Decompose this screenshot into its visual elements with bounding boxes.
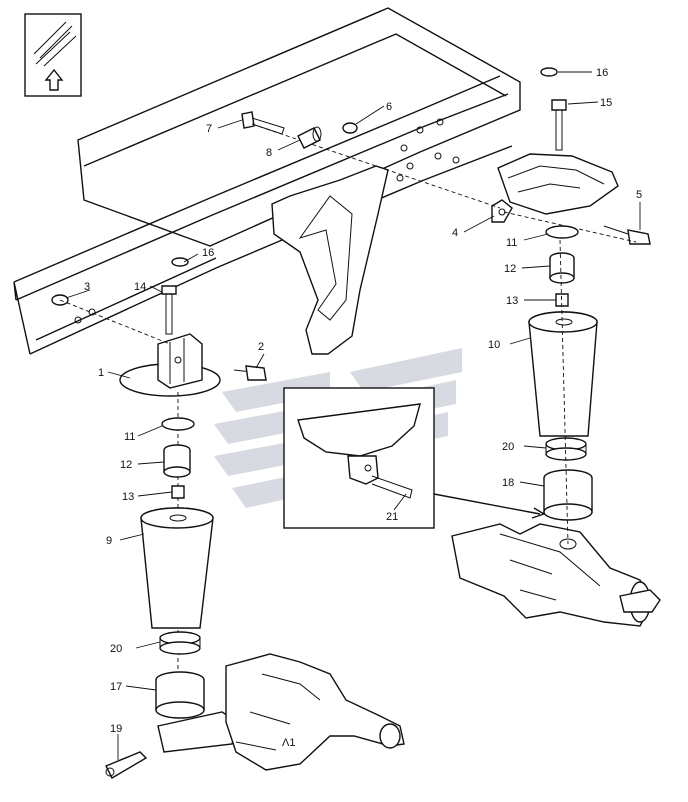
spacer-12-left xyxy=(163,444,191,478)
axle-right xyxy=(451,523,661,627)
callout-20-right: 20 xyxy=(502,441,514,453)
spacer-8 xyxy=(297,126,322,149)
washer-16-left xyxy=(171,257,189,267)
axle-marking: Λ1 xyxy=(282,737,295,749)
axle-left: Λ1 xyxy=(157,653,405,771)
spacer-12-right xyxy=(549,252,575,284)
washer-11-right xyxy=(545,225,579,239)
bolt-15 xyxy=(551,99,567,151)
frame-rail xyxy=(13,7,521,355)
nut-13-right xyxy=(555,293,569,307)
callout-20-left: 20 xyxy=(110,643,122,655)
callout-12-right: 12 xyxy=(504,263,516,275)
inset-detail-box xyxy=(283,387,546,529)
bump-stop-9 xyxy=(140,507,214,629)
callout-16-left: 16 xyxy=(202,247,214,259)
bolt-7 xyxy=(241,111,285,135)
washer-16-right xyxy=(540,67,558,77)
callout-7: 7 xyxy=(206,123,212,135)
callouts: 16 15 6 7 8 5 4 11 12 13 10 16 14 3 2 1 … xyxy=(84,67,642,735)
leader-lines xyxy=(65,71,641,760)
cylinder-18 xyxy=(543,469,593,521)
callout-1: 1 xyxy=(98,367,104,379)
bolt-5 xyxy=(603,225,651,245)
cross-member xyxy=(271,165,389,355)
ring-20-right xyxy=(545,437,587,461)
callout-12-left: 12 xyxy=(120,459,132,471)
bolt-2 xyxy=(233,365,267,381)
washer-6 xyxy=(342,122,358,134)
callout-3: 3 xyxy=(84,281,90,293)
callout-5: 5 xyxy=(636,189,642,201)
mounting-plate-1 xyxy=(119,333,221,397)
bump-stop-10 xyxy=(528,311,598,437)
alignment-line-vert-right xyxy=(559,239,569,545)
callout-21: 21 xyxy=(386,511,398,523)
callout-18: 18 xyxy=(502,477,514,489)
alignment-line-left xyxy=(59,299,171,345)
clip-19 xyxy=(105,751,148,779)
callout-6: 6 xyxy=(386,101,392,113)
callout-16-right: 16 xyxy=(596,67,608,79)
callout-9: 9 xyxy=(106,535,112,547)
rail-holes xyxy=(58,118,460,324)
callout-17: 17 xyxy=(110,681,122,693)
bolt-14 xyxy=(161,285,177,335)
nut-13-left xyxy=(171,485,185,499)
alignment-line-top xyxy=(245,121,501,209)
bracket-right xyxy=(491,153,619,223)
callout-11-right: 11 xyxy=(506,237,517,249)
cylinder-17 xyxy=(155,671,205,719)
callout-15: 15 xyxy=(600,97,612,109)
ring-20-left xyxy=(159,631,201,655)
callout-4: 4 xyxy=(452,227,458,239)
callout-11-left: 11 xyxy=(124,431,135,443)
callout-8: 8 xyxy=(266,147,272,159)
callout-13-left: 13 xyxy=(122,491,134,503)
washer-11-left xyxy=(161,417,195,431)
callout-14: 14 xyxy=(134,281,146,293)
orientation-arrow-icon xyxy=(24,13,82,97)
alignment-line-right xyxy=(503,211,637,243)
callout-2: 2 xyxy=(258,341,264,353)
callout-19: 19 xyxy=(110,723,122,735)
callout-13-right: 13 xyxy=(506,295,518,307)
callout-10: 10 xyxy=(488,339,500,351)
